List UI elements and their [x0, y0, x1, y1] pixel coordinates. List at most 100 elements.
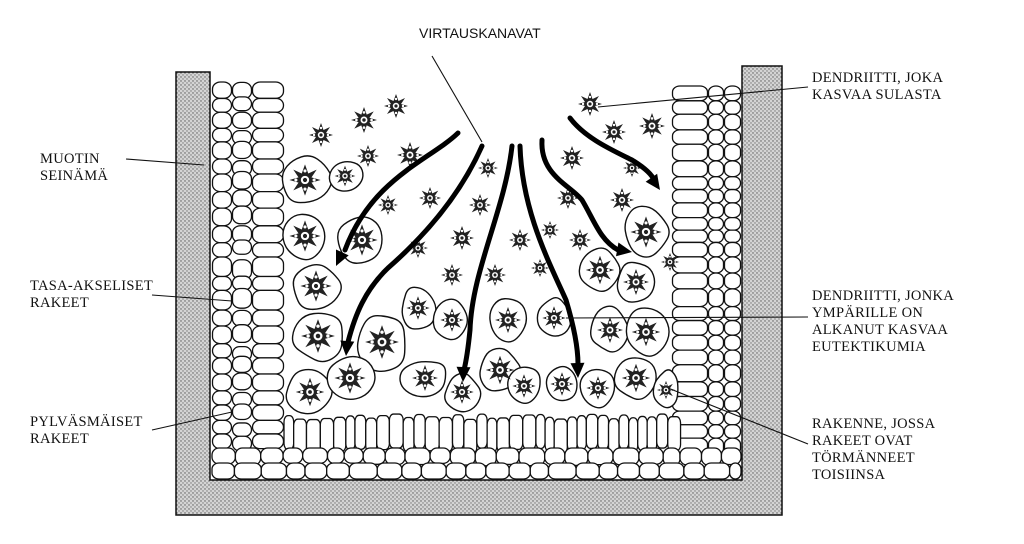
leader-dendrite-eutectic	[565, 316, 809, 319]
label-equiaxed: TASA-AKSELISET RAKEET	[30, 278, 157, 311]
columnar-grain	[723, 288, 742, 308]
columnar-grain	[251, 275, 285, 292]
columnar-grain	[251, 127, 285, 143]
columnar-grain	[671, 364, 709, 383]
chill-grain	[547, 462, 577, 480]
columnar-grain	[211, 343, 233, 359]
columnar-grain	[671, 272, 709, 290]
columnar-grain	[723, 129, 742, 145]
columnar-grain	[211, 173, 233, 193]
columnar-grain	[671, 319, 709, 336]
labels: VIRTAUSKANAVAT MUOTIN SEINÄMÄ TASA-AKSEL…	[30, 25, 957, 483]
columnar-grain	[231, 96, 253, 112]
columnar-grain	[211, 309, 233, 327]
columnar-grain	[723, 241, 742, 258]
columnar-grain	[723, 381, 742, 398]
flow-arrow	[539, 137, 621, 253]
columnar-grain	[231, 309, 253, 327]
columnar-grain	[251, 419, 285, 435]
columnar-grain	[707, 176, 725, 191]
columnar-grain	[671, 216, 709, 231]
dendrite	[478, 158, 498, 178]
chill-grain	[445, 462, 467, 480]
columnar-grain	[231, 189, 253, 208]
dendrite	[441, 264, 463, 286]
chill-grain	[544, 447, 566, 466]
dendrite	[469, 194, 491, 216]
columnar-grain	[251, 433, 285, 450]
columnar-grain	[211, 127, 233, 143]
chill-grain	[485, 462, 510, 480]
columnar-grain	[283, 414, 295, 451]
leader-equiaxed	[151, 294, 233, 302]
columnar-grain	[211, 357, 233, 375]
label-dendrite-eutectic: DENDRIITTI, JONKA YMPÄRILLE ON ALKANUT K…	[812, 288, 957, 355]
chill-grain	[683, 462, 705, 480]
columnar-grain	[723, 395, 742, 412]
columnar-grain	[723, 100, 742, 115]
dendrite	[351, 107, 377, 133]
columnar-grain	[671, 334, 709, 351]
columnar-grain	[251, 404, 285, 422]
columnar-grain	[671, 160, 709, 178]
columnar-grain	[251, 242, 285, 258]
dendrite	[357, 145, 379, 167]
columnar-grain	[707, 160, 725, 178]
chill-grain	[465, 462, 487, 480]
flow-arrowhead	[645, 173, 660, 190]
columnar-grain	[365, 417, 378, 453]
columnar-grain	[211, 325, 233, 345]
columnar-grain	[707, 129, 725, 145]
flow-arrow	[517, 143, 581, 367]
columnar-grain	[251, 343, 285, 359]
dendrite	[384, 94, 408, 118]
columnar-grain	[667, 416, 682, 452]
columnar-grain	[723, 216, 742, 231]
columnar-grain	[231, 324, 253, 344]
columnar-grain	[671, 113, 709, 131]
columnar-grain	[656, 413, 669, 449]
columnar-grain	[231, 355, 253, 374]
left-columnar-grains	[211, 81, 285, 452]
columnar-grain	[251, 325, 285, 345]
columnar-grain	[707, 364, 725, 383]
columnar-grain	[231, 287, 253, 309]
columnar-grain	[388, 413, 404, 449]
columnar-grain	[231, 372, 253, 391]
columnar-grain	[211, 419, 233, 435]
flow-arrowhead	[335, 249, 349, 266]
columnar-grain	[723, 424, 742, 439]
columnar-grain	[707, 256, 725, 274]
columnar-grain	[251, 207, 285, 227]
chill-zone-grains	[211, 447, 742, 480]
chill-grain	[348, 462, 378, 480]
columnar-grain	[707, 85, 725, 102]
columnar-grain	[723, 143, 742, 162]
columnar-grain	[251, 173, 285, 193]
columnar-grain	[723, 188, 742, 204]
columnar-grain	[376, 414, 391, 451]
columnar-grain	[354, 414, 367, 450]
chill-grain	[302, 447, 329, 464]
columnar-grain	[671, 176, 709, 191]
label-mold-wall-line2: SEINÄMÄ	[40, 167, 108, 184]
flow-arrowhead	[456, 366, 471, 382]
columnar-grain	[585, 413, 599, 450]
columnar-grain	[707, 229, 725, 244]
label-dendrite-eutectic-line3: ALKANUT KASVAA	[812, 322, 948, 338]
chill-grain	[260, 462, 288, 480]
columnar-grain	[211, 256, 233, 278]
label-dendrite-melt-line2: KASVAA SULASTA	[812, 87, 942, 103]
columnar-grain	[211, 207, 233, 227]
columnar-grain	[671, 202, 709, 219]
leader-impinged	[667, 387, 809, 445]
chill-grain	[233, 462, 262, 480]
leader-lines	[125, 55, 809, 445]
columnar-grain	[707, 216, 725, 231]
columnar-grain	[707, 100, 725, 115]
label-columnar: PYLVÄSMÄISET RAKEET	[30, 413, 146, 447]
chill-grain	[587, 447, 614, 466]
columnar-grain	[251, 141, 285, 160]
label-flow-channels: VIRTAUSKANAVAT	[419, 25, 541, 41]
chill-grain	[728, 462, 742, 480]
